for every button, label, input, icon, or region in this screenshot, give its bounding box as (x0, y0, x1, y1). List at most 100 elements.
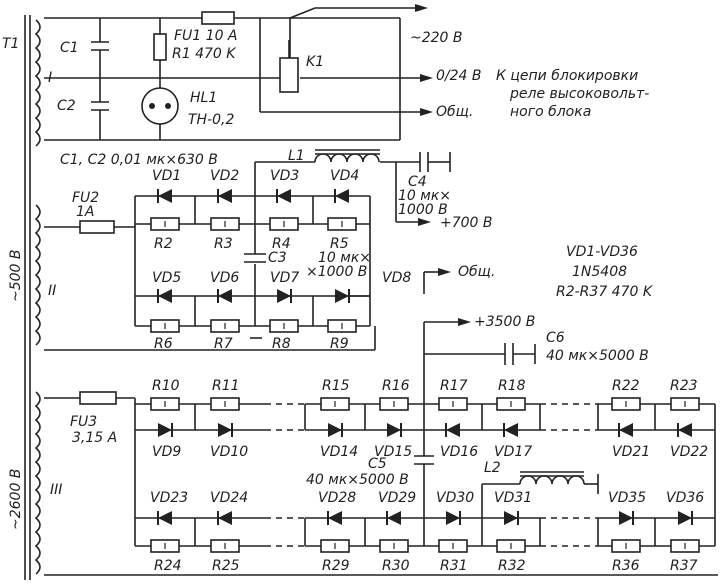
label-diode-type: 1N5408 (572, 264, 627, 280)
capacitor-c6 (504, 343, 514, 365)
label-vd1: VD1 (152, 168, 181, 184)
diode-vd4 (334, 188, 350, 204)
resistor-r30 (379, 539, 409, 553)
label-r6: R6 (154, 336, 173, 352)
label-vd22: VD22 (670, 444, 708, 460)
label-c3-val1: 10 мк× (318, 250, 371, 266)
label-vd5: VD5 (152, 270, 181, 286)
label-r2: R2 (154, 236, 173, 252)
diode-vd31 (503, 510, 519, 526)
label-c4-val1: 10 мк× (398, 188, 451, 204)
label-c2: C2 (57, 98, 76, 114)
label-r17: R17 (440, 378, 468, 394)
capacitor-c4 (419, 152, 436, 172)
resistor-r29 (320, 539, 350, 553)
resistor-r37 (670, 539, 700, 553)
diode-vd22 (677, 422, 693, 438)
label-fu3: FU3 (70, 414, 97, 430)
diode-vd9 (157, 422, 173, 438)
label-hl1: HL1 (190, 90, 217, 106)
label-l2: L2 (484, 460, 501, 476)
label-fu1: FU1 10 A (174, 28, 238, 44)
label-r4: R4 (272, 236, 291, 252)
capacitor-c1 (91, 41, 109, 51)
label-c3-val2: ×1000 В (306, 264, 367, 280)
resistor-r32 (496, 539, 526, 553)
label-r7: R7 (214, 336, 233, 352)
label-vd30: VD30 (436, 490, 474, 506)
label-r5: R5 (330, 236, 349, 252)
label-k1: K1 (306, 54, 324, 70)
label-l1: L1 (288, 148, 305, 164)
label-r30: R30 (382, 558, 410, 574)
fuse-fu1 (201, 11, 235, 25)
label-c4-val2: 1000 В (398, 202, 448, 218)
label-vd3: VD3 (270, 168, 299, 184)
label-r24: R24 (154, 558, 182, 574)
resistor-r7 (210, 319, 240, 333)
diode-vd5 (157, 288, 173, 304)
diode-vd30 (445, 510, 461, 526)
label-c6: C6 (546, 330, 565, 346)
resistor-r16 (379, 397, 409, 411)
label-vd2: VD2 (210, 168, 239, 184)
label-fu3-val: 3,15 A (72, 430, 117, 446)
label-winding-ii: II (48, 283, 56, 299)
resistor-r23 (670, 397, 700, 411)
resistor-r6 (150, 319, 180, 333)
label-vd17: VD17 (494, 444, 532, 460)
resistor-r3 (210, 217, 240, 231)
lamp-hl1 (141, 87, 179, 125)
label-out-common-i: Общ. (436, 104, 473, 120)
resistor-r5 (327, 217, 357, 231)
label-r10: R10 (152, 378, 180, 394)
label-vd9: VD9 (152, 444, 181, 460)
label-vd14: VD14 (320, 444, 358, 460)
label-vd29: VD29 (378, 490, 416, 506)
label-vd16: VD16 (440, 444, 478, 460)
diode-vd10 (217, 422, 233, 438)
resistor-r31 (438, 539, 468, 553)
inductor-l1 (314, 149, 380, 163)
label-c1: C1 (60, 40, 79, 56)
diode-vd8 (334, 288, 350, 304)
resistor-r25 (210, 539, 240, 553)
label-c6-val: 40 мк×5000 В (546, 348, 649, 364)
fuse-fu3 (79, 391, 117, 405)
label-vd35: VD35 (608, 490, 646, 506)
transformer-t1 (24, 15, 41, 580)
label-t1: T1 (2, 36, 19, 52)
diode-vd36 (677, 510, 693, 526)
resistor-r8 (269, 319, 299, 333)
labels: T1 I C1 C2 FU1 10 A R1 470 K HL1 TH-0,2 … (2, 28, 708, 574)
diode-vd24 (217, 510, 233, 526)
label-vd23: VD23 (150, 490, 188, 506)
label-vd31: VD31 (494, 490, 532, 506)
label-r15: R15 (322, 378, 350, 394)
resistor-r15 (320, 397, 350, 411)
label-fu2-val: 1A (76, 204, 94, 220)
label-r36: R36 (612, 558, 640, 574)
label-vd10: VD10 (210, 444, 248, 460)
label-v500: ~500 В (8, 249, 24, 302)
label-c5: C5 (368, 456, 387, 472)
label-vd24: VD24 (210, 490, 248, 506)
resistor-r11 (210, 397, 240, 411)
diode-vd21 (618, 422, 634, 438)
diode-vd35 (618, 510, 634, 526)
label-r31: R31 (440, 558, 468, 574)
diode-vd2 (217, 188, 233, 204)
label-vd7: VD7 (270, 270, 299, 286)
label-v2600: ~2600 В (8, 469, 24, 530)
label-hl1-type: TH-0,2 (188, 112, 234, 128)
label-c1c2: C1, C2 0,01 мк×630 В (60, 152, 218, 168)
label-out-700: +700 В (440, 215, 493, 231)
capacitor-c3 (244, 253, 266, 264)
label-vd8: VD8 (382, 270, 411, 286)
label-r32: R32 (498, 558, 526, 574)
diode-vd29 (386, 510, 402, 526)
diode-vd23 (157, 510, 173, 526)
diode-vd6 (217, 288, 233, 304)
label-r22: R22 (612, 378, 640, 394)
resistor-r9 (327, 319, 357, 333)
